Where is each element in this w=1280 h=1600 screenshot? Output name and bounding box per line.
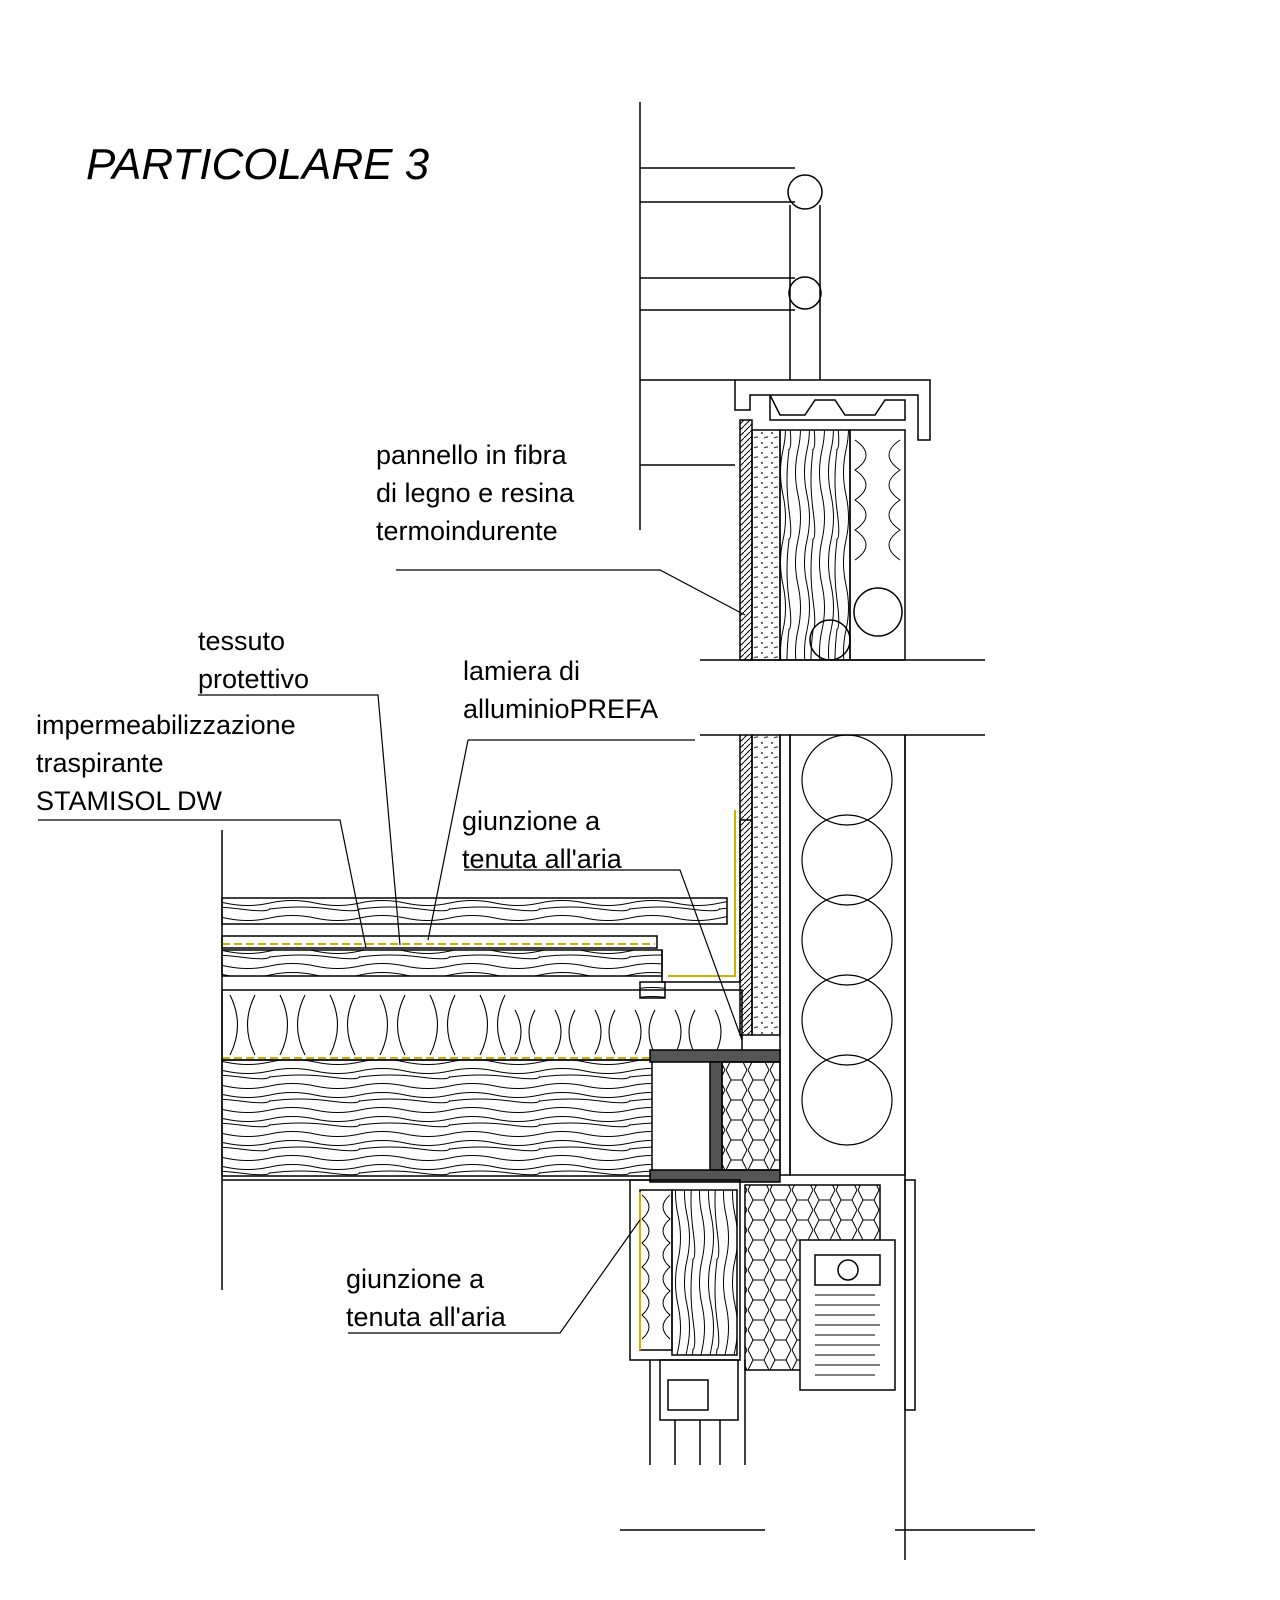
label-line: giunzione a xyxy=(346,1264,485,1294)
drawing-title: PARTICOLARE 3 xyxy=(86,140,430,189)
label-line: protettivo xyxy=(198,664,310,694)
label-line: giunzione a xyxy=(462,806,601,836)
parapet-wall-upper xyxy=(700,419,985,661)
label-line: pannello in fibra xyxy=(376,440,567,470)
label-line: impermeabilizzazione xyxy=(36,710,296,740)
label-line: alluminioPREFA xyxy=(463,694,659,724)
label-line: lamiera di xyxy=(463,656,581,686)
leader-lines xyxy=(38,569,746,1334)
label-giunzione-top: giunzione a tenuta all'aria xyxy=(462,802,622,878)
label-giunzione-bottom: giunzione a tenuta all'aria xyxy=(346,1260,506,1336)
wall-lower xyxy=(700,734,985,1560)
parapet-coping xyxy=(734,379,931,441)
label-line: termoindurente xyxy=(376,516,558,546)
label-line: STAMISOL DW xyxy=(36,786,223,816)
label-impermeabilizzazione: impermeabilizzazione traspirante STAMISO… xyxy=(36,706,296,820)
window-head xyxy=(620,1179,1035,1531)
label-line: traspirante xyxy=(36,748,164,778)
label-line: tenuta all'aria xyxy=(346,1302,506,1332)
steel-beam xyxy=(649,1049,781,1183)
label-line: tessuto xyxy=(198,626,286,656)
label-line: tenuta all'aria xyxy=(462,844,622,874)
label-line: di legno e resina xyxy=(376,478,575,508)
label-tessuto: tessuto protettivo xyxy=(198,622,309,698)
label-pannello: pannello in fibra di legno e resina term… xyxy=(376,436,574,550)
railing xyxy=(639,102,823,530)
roof-deck xyxy=(221,810,752,1290)
label-lamiera: lamiera di alluminioPREFA xyxy=(463,652,658,728)
